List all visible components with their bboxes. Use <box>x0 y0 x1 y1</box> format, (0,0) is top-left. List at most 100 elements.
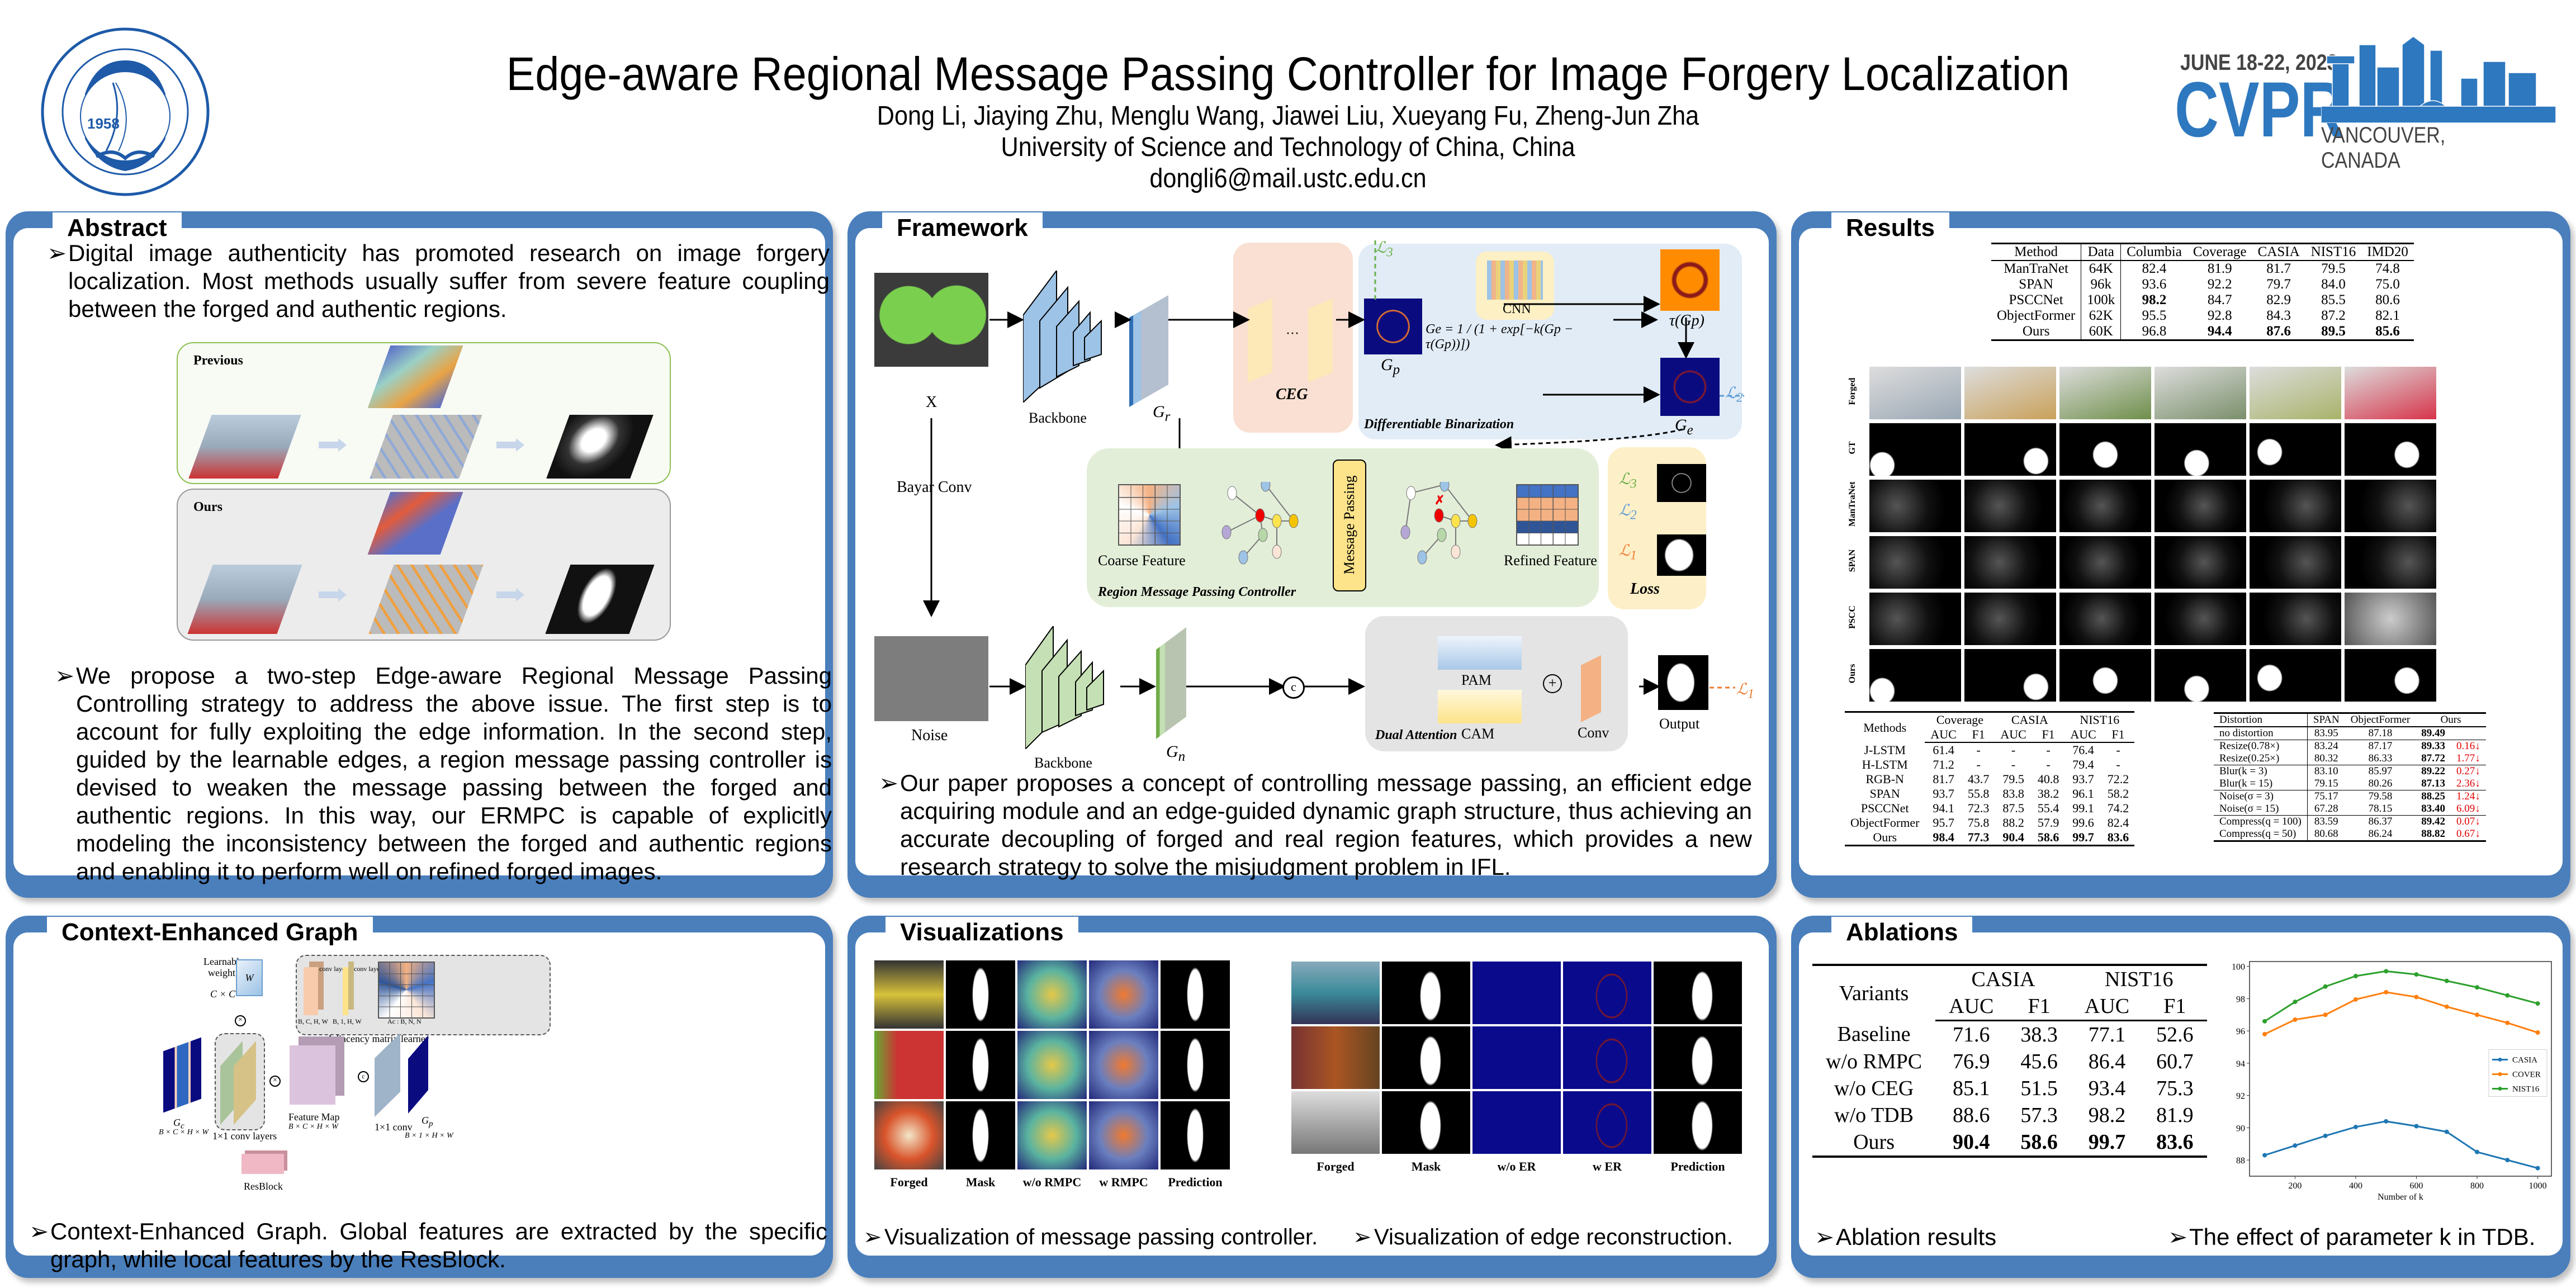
vis-image <box>1161 1031 1230 1099</box>
rgb-backbone <box>1022 269 1118 404</box>
table-cell: 38.3 <box>2020 1023 2058 1046</box>
framework-arrows <box>923 239 1744 695</box>
grid-image <box>1964 480 2056 532</box>
data-point <box>2505 1020 2510 1025</box>
data-point <box>2323 984 2328 989</box>
abstract-bullet-1: ➢ Digital image authenticity has promote… <box>47 240 830 322</box>
data-point <box>2414 1124 2419 1129</box>
label-dual: Dual Attention <box>1375 728 1457 742</box>
affiliation: University of Science and Technology of … <box>1001 132 1575 162</box>
vis-image <box>1654 962 1742 1024</box>
table-cell: 93.7 <box>1933 787 1954 801</box>
label-x: X <box>926 394 937 411</box>
previous-input <box>188 415 301 479</box>
table-cell: SPAN <box>1869 787 1900 801</box>
table-cell: 79.5 <box>2002 772 2024 786</box>
cvpr-dates: JUNE 18-22, 2023 <box>2180 50 2338 75</box>
data-point <box>2535 1001 2540 1006</box>
table-cell: Ours <box>1873 830 1897 844</box>
table-cell: 75.0 <box>2375 277 2400 292</box>
grid-image <box>2250 367 2341 419</box>
adj-matrix <box>378 962 435 1019</box>
grid-image <box>2250 423 2341 476</box>
table-cell: 87.6 <box>2266 324 2291 339</box>
table-cell: 38.2 <box>2037 787 2059 801</box>
grid-image <box>2345 649 2436 702</box>
table-cell: ObjectFormer <box>1850 816 1920 830</box>
table-header: Columbia <box>2120 243 2187 261</box>
grid-image <box>1964 649 2056 702</box>
table-cell: - <box>1976 743 1981 757</box>
bullet-arrow-icon: ➢ <box>55 662 75 689</box>
table-cell: 58.2 <box>2107 787 2129 801</box>
table-cell: - <box>2046 757 2051 771</box>
label-gc: Gc <box>173 1117 184 1131</box>
table-cell: 58.6 <box>2020 1130 2058 1154</box>
table-cell: 86.4 <box>2088 1050 2126 1073</box>
table-cell: 94.4 <box>2207 324 2232 339</box>
graph-before <box>1221 482 1299 565</box>
grid-image <box>2154 423 2246 476</box>
sum-node-icon: + <box>1543 674 1562 693</box>
previous-label: Previous <box>193 353 243 368</box>
label-conv-layer-2: conv layer <box>354 965 382 973</box>
ours-box: Ours <box>177 489 671 641</box>
grid-image <box>2345 593 2436 645</box>
label-weight: weight <box>208 967 235 978</box>
vis-caption: Mask <box>1411 1159 1441 1173</box>
framework-panel: Framework X Backbone Gr ··· CEG <box>847 211 1777 898</box>
table-cell: 83.59 <box>2314 816 2338 827</box>
noise-image <box>874 636 988 721</box>
label-bayar: Bayar Conv <box>897 479 972 496</box>
vis-image <box>1382 1026 1470 1089</box>
plot-frame <box>2249 961 2552 1177</box>
framework-title: Framework <box>882 212 1043 244</box>
drop-value: 1.24↓ <box>2456 790 2480 802</box>
ceg-dots: ··· <box>1286 326 1299 341</box>
vis-image <box>1291 962 1380 1024</box>
ceg-title: Context-Enhanced Graph <box>47 917 373 948</box>
table-cell: 57.3 <box>2020 1104 2058 1127</box>
vis-image <box>1472 962 1561 1024</box>
table-cell: 93.6 <box>2142 277 2167 292</box>
label-cxc: C × C <box>210 988 236 1000</box>
grid-image <box>2059 480 2151 532</box>
grid-image <box>2154 536 2246 589</box>
previous-heatmap <box>367 345 463 408</box>
x-tick-label: 800 <box>2470 1181 2484 1191</box>
table-header: Variants <box>1839 981 1909 1005</box>
table-header: ObjectFormer <box>2345 713 2416 727</box>
table-header: IMD20 <box>2361 243 2414 261</box>
grid-row-label: Ours <box>1848 664 1857 684</box>
table-cell: 88.82 <box>2421 828 2446 840</box>
label-b1hw: B, 1, H, W <box>333 1017 362 1025</box>
table-cell: 87.72 <box>2416 752 2451 765</box>
grid-image <box>2250 649 2341 702</box>
bullet-arrow-icon: ➢ <box>863 1225 882 1249</box>
table-cell: 80.68 <box>2314 828 2338 840</box>
table-cell: 71.2 <box>1933 757 1954 771</box>
data-point <box>2384 1119 2389 1124</box>
legend-marker <box>2498 1086 2502 1091</box>
table-header: Coverage <box>1936 713 1984 727</box>
dual-attention-block: PAM CAM + Conv Dual Attention <box>1365 616 1628 751</box>
label-conv-layers: 1×1 conv layers <box>212 1130 277 1142</box>
table-cell: 60K <box>2081 324 2122 340</box>
label-ge: Ge <box>1675 416 1693 438</box>
grid-image <box>1964 593 2056 645</box>
abstract-bullet-2: ➢ We propose a two-step Edge-aware Regio… <box>55 662 832 884</box>
table-header: CASIA <box>2011 713 2048 727</box>
table-subheader: F1 <box>2143 993 2207 1021</box>
table-cell: 83.6 <box>2107 830 2129 844</box>
table-cell: 85.6 <box>2375 324 2400 339</box>
